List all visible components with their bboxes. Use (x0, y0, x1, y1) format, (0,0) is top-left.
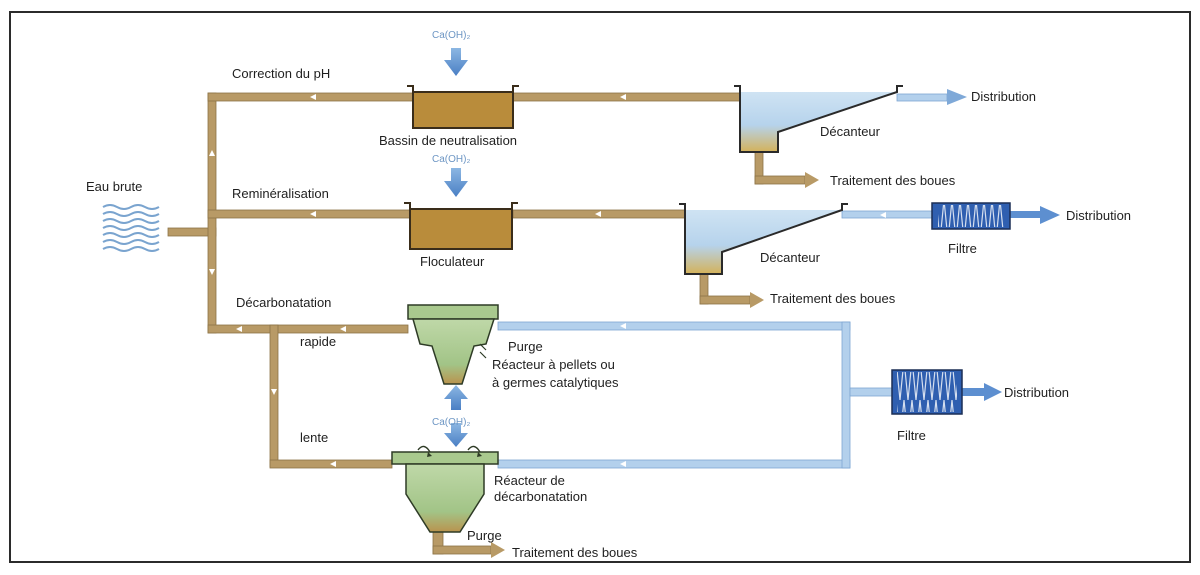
settler-2-label: Décanteur (760, 250, 821, 265)
distribution-1-label: Distribution (971, 89, 1036, 104)
fast-label: rapide (300, 334, 336, 349)
distribution-2-label: Distribution (1066, 208, 1131, 223)
sludge-arrows (491, 172, 819, 558)
filter-1 (931, 202, 1011, 230)
pellet-reactor-label-1: Réacteur à pellets ou (492, 357, 615, 372)
flocculator-label: Floculateur (420, 254, 485, 269)
purge-bottom-label: Purge (467, 528, 502, 543)
diagram-frame (9, 11, 1191, 563)
filter-2-label: Filtre (897, 428, 926, 443)
sludge-3-label: Traitement des boues (512, 545, 638, 560)
neutralisation-basin-label: Bassin de neutralisation (379, 133, 517, 148)
distribution-arrows (947, 89, 1060, 401)
chemical-label-1: Ca(OH)₂ (432, 30, 470, 41)
settler-2 (679, 203, 848, 275)
chemical-label-2: Ca(OH)₂ (432, 154, 470, 165)
decarbonation-reactor (391, 445, 499, 533)
sludge-1-label: Traitement des boues (830, 173, 956, 188)
neutralisation-basin (407, 85, 519, 129)
decarb-reactor-label-2: décarbonatation (494, 489, 587, 504)
branch-ph-title: Correction du pH (232, 66, 330, 81)
treated-water-pipes (497, 93, 948, 469)
filter-2 (891, 369, 963, 415)
raw-water-label: Eau brute (86, 179, 142, 194)
chemical-label-3: Ca(OH)₂ (432, 417, 470, 428)
purge-top-label: Purge (508, 339, 543, 354)
decarb-reactor-label-1: Réacteur de (494, 473, 565, 488)
branch-remin-title: Reminéralisation (232, 186, 329, 201)
treated-flow-markers (620, 212, 886, 467)
settler-1-label: Décanteur (820, 124, 881, 139)
slow-label: lente (300, 430, 328, 445)
settler-1 (734, 85, 903, 153)
branch-decarb-title: Décarbonatation (236, 295, 331, 310)
sludge-2-label: Traitement des boues (770, 291, 896, 306)
chemical-dosing-arrows (444, 48, 468, 447)
raw-water-icon (102, 204, 160, 252)
flocculator-tank (404, 202, 518, 250)
filter-1-label: Filtre (948, 241, 977, 256)
distribution-3-label: Distribution (1004, 385, 1069, 400)
flow-markers (209, 94, 626, 467)
pellet-reactor-label-2: à germes catalytiques (492, 375, 619, 390)
pellet-reactor (407, 304, 499, 385)
